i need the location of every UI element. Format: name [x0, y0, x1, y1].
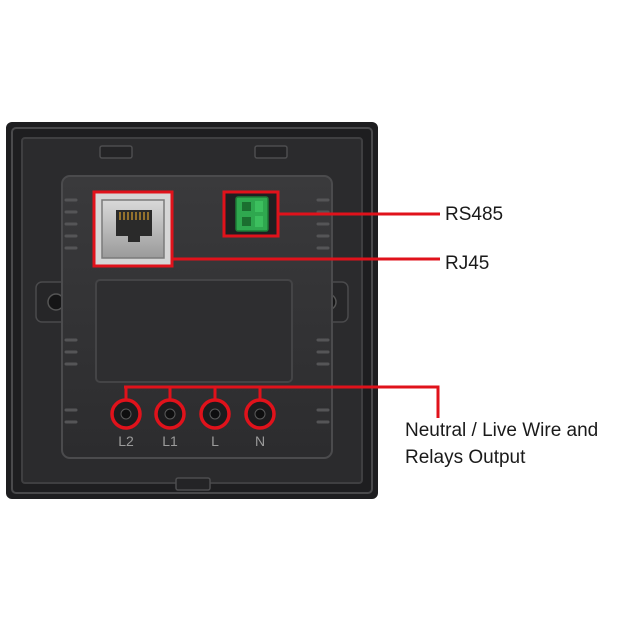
terminal-block: L2 L1 L N — [110, 387, 276, 449]
rj45-highlight-box — [92, 190, 174, 268]
terminal-l — [199, 398, 231, 430]
rj45-label: RJ45 — [445, 253, 490, 274]
rs485-connector — [222, 190, 280, 238]
leader-lines — [124, 212, 440, 418]
rs485-label: RS485 — [445, 204, 504, 225]
output-label-line-2: Relays Output — [405, 447, 526, 468]
rj45-port — [92, 190, 174, 268]
terminal-label-l: L — [211, 433, 219, 449]
terminal-label-l2: L2 — [118, 433, 134, 449]
terminal-l1 — [154, 398, 186, 430]
terminal-label-n: N — [255, 433, 265, 449]
terminal-l2 — [110, 398, 142, 430]
output-label-line-1: Neutral / Live Wire and — [405, 420, 599, 441]
terminal-n — [244, 398, 276, 430]
terminal-label-l1: L1 — [162, 433, 178, 449]
neutral-live-output-label: Neutral / Live Wire and Relays Output — [405, 417, 598, 471]
output-leader-line — [124, 385, 440, 418]
